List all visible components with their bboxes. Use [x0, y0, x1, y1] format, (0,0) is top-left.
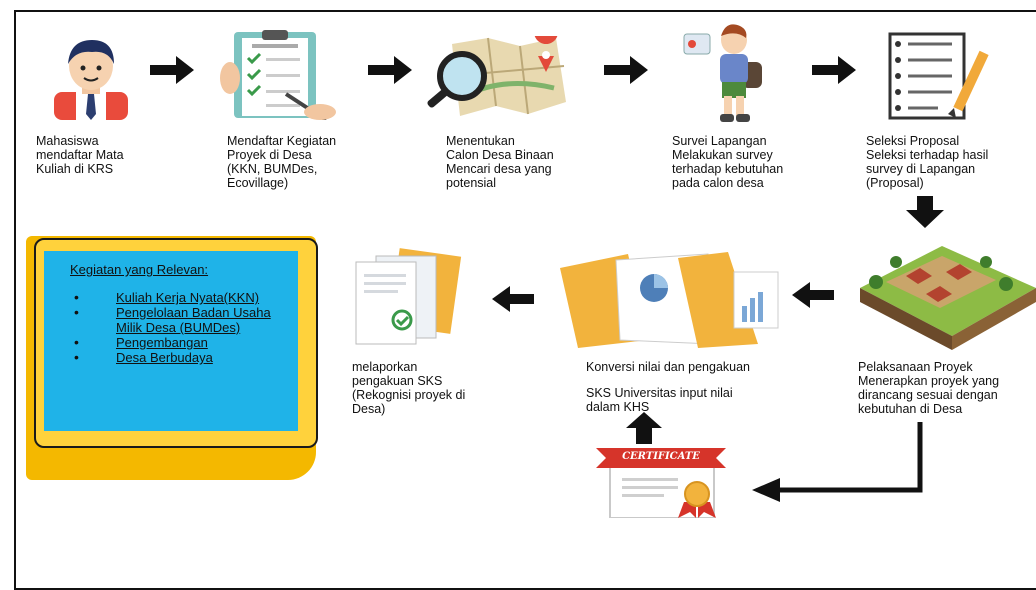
list-item: Desa Berbudaya	[66, 350, 296, 365]
arrow-left-icon	[792, 282, 834, 308]
arrow-right-icon	[604, 56, 648, 84]
village-project-icon	[860, 246, 1036, 350]
arrow-up-icon	[626, 412, 662, 444]
proposal-checklist-icon	[888, 32, 989, 120]
step-4-caption: Survei Lapangan Melakukan survey terhada…	[672, 134, 784, 190]
survey-hiker-icon	[683, 24, 762, 122]
certificate-icon: CERTIFICATE	[596, 436, 726, 518]
arrow-right-icon	[150, 56, 194, 84]
connector-arrow-icon	[752, 422, 923, 502]
arrow-left-icon	[492, 286, 534, 312]
step-8-caption: melaporkan pengakuan SKS (Rekognisi proy…	[352, 360, 466, 416]
step-5-caption: Seleksi Proposal Seleksi terhadap hasil …	[866, 134, 989, 190]
relevant-activities-title: Kegiatan yang Relevan:	[70, 262, 209, 277]
step-2-caption: Mendaftar Kegiatan Proyek di Desa (KKN, …	[227, 134, 337, 190]
list-item: Pengelolaan Badan Usaha Milik Desa (BUMD…	[66, 305, 296, 335]
list-item: Kuliah Kerja Nyata(KKN)	[66, 290, 296, 305]
arrow-right-icon	[812, 56, 856, 84]
map-search-icon	[427, 36, 566, 116]
list-item: Pengembangan	[66, 335, 296, 350]
arrow-right-icon	[368, 56, 412, 84]
relevant-activities-list: Kuliah Kerja Nyata(KKN) Pengelolaan Bada…	[66, 290, 296, 365]
step-6-caption: Pelaksanaan Proyek Menerapkan proyek yan…	[858, 360, 1000, 416]
step-7-title: Konversi nilai dan pengakuan	[586, 360, 751, 374]
registration-form-icon	[220, 30, 336, 120]
arrow-down-icon	[906, 196, 944, 228]
step-7-caption: SKS Universitas input nilai dalam KHS	[586, 386, 733, 414]
folders-icon	[560, 252, 779, 348]
student-icon	[54, 40, 128, 120]
certificate-label: CERTIFICATE	[622, 451, 700, 462]
step-3-caption: Menentukan Calon Desa Binaan Mencari des…	[446, 134, 554, 190]
step-1-caption: Mahasiswa mendaftar Mata Kuliah di KRS	[36, 134, 124, 176]
documents-icon	[355, 248, 462, 345]
